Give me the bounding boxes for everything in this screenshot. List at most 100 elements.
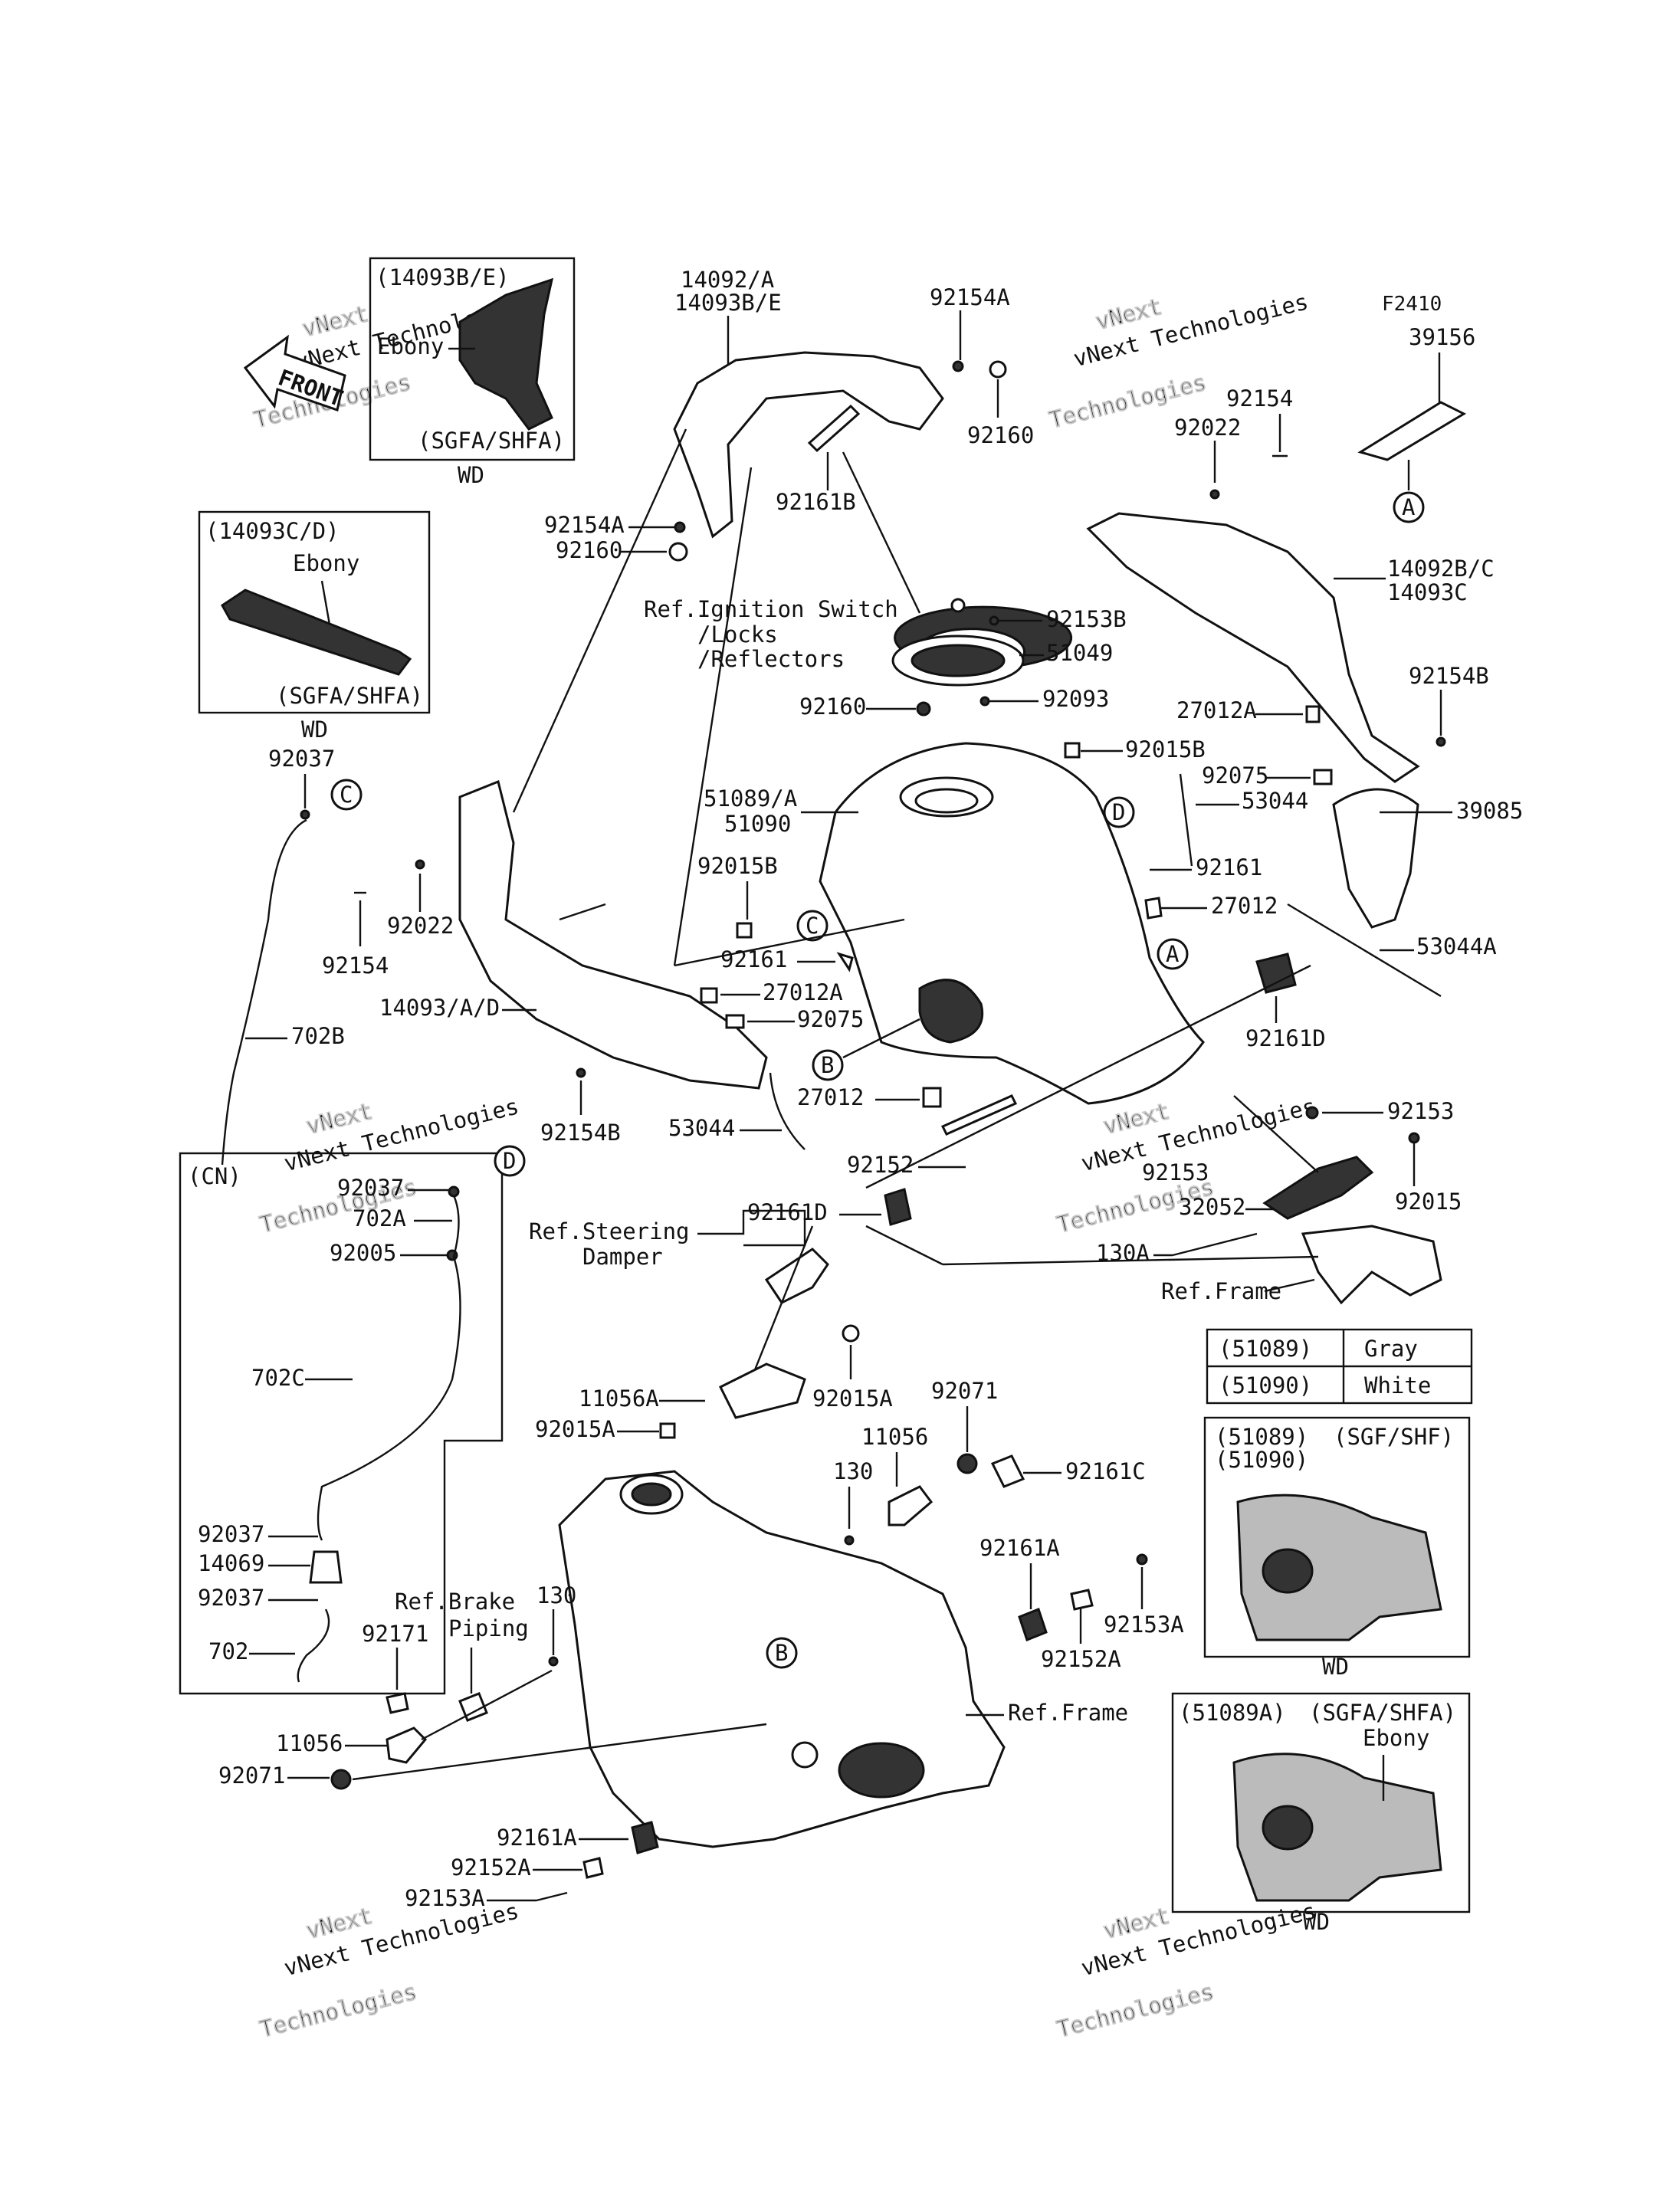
tube-53044a (1287, 903, 1442, 998)
label-51089a: 51089/A (704, 785, 797, 812)
cover-39085 (1332, 788, 1419, 929)
label-92022-left: 92022 (387, 913, 454, 939)
inset-14093be-model: (SGFA/SHFA) (418, 428, 565, 454)
label-92160-mid: 92160 (799, 694, 866, 720)
label-130-top: 130 (833, 1458, 873, 1484)
label-702: 702 (208, 1638, 248, 1664)
color-table: (51089) Gray (51090) White (1206, 1328, 1473, 1405)
label-27012-mid: 27012 (797, 1084, 864, 1110)
inset-tank-gray-header1: (51089) (1215, 1424, 1308, 1450)
label-14092bc: 14092B/C (1387, 556, 1495, 582)
label-92022-right: 92022 (1174, 415, 1241, 441)
svg-text:D: D (503, 1148, 516, 1174)
label-92160-top: 92160 (967, 422, 1034, 448)
label-92161-mid: 92161 (720, 946, 787, 972)
label-92037-cn-mid: 92037 (198, 1521, 264, 1547)
label-92071-bot: 92071 (218, 1763, 285, 1789)
label-92160-left: 92160 (556, 537, 622, 563)
ref-frame-upper: Ref.Frame (1161, 1278, 1281, 1304)
rod-92161b-icon (807, 404, 861, 453)
inset-14093be-header: (14093B/E) (376, 264, 510, 290)
inset-cn: (CN) D 92037 702A 92005 702C 92037 14069… (179, 1145, 526, 1695)
decal-strip-icon (1357, 401, 1467, 461)
label-92037-cn-bot: 92037 (198, 1585, 264, 1611)
label-32052: 32052 (1179, 1194, 1245, 1220)
callout-b-mid: B (812, 1049, 844, 1081)
tank-cover-51089 (819, 742, 1205, 1105)
label-92153a-right: 92153A (1104, 1612, 1184, 1638)
callout-d-cn: D (494, 1145, 526, 1177)
hose-702c (317, 1195, 461, 1541)
label-14092a: 14092/A (681, 267, 774, 293)
label-92015b-top: 92015B (1125, 736, 1206, 762)
ref-brake-piping: Piping (448, 1615, 529, 1641)
label-14069: 14069 (198, 1550, 264, 1576)
front-arrow: FRONT (243, 334, 346, 412)
color-table-color-2: White (1364, 1372, 1431, 1399)
side-cover-left-14093 (458, 779, 768, 1090)
label-51090: 51090 (724, 811, 791, 837)
label-92154a-left: 92154A (544, 512, 625, 538)
inset-14093be: (14093B/E) Ebony (SGFA/SHFA) WD (369, 257, 576, 488)
label-92154a-top: 92154A (930, 284, 1010, 310)
svg-text:A: A (1166, 941, 1179, 967)
filter-14069-icon (309, 1550, 343, 1584)
label-39085: 39085 (1456, 798, 1523, 824)
label-14093c: 14093C (1387, 579, 1468, 605)
damper-92161c (990, 1454, 1025, 1488)
ref-steering-damper: Damper (582, 1244, 663, 1270)
svg-text:D: D (1112, 799, 1125, 825)
label-92153a-bot: 92153A (405, 1885, 485, 1911)
label-92005: 92005 (330, 1240, 396, 1266)
callout-d-mid: D (1103, 796, 1135, 828)
inset-cn-header: (CN) (188, 1163, 241, 1189)
inset-tank-gray: (51089) (51090) (SGF/SHF) WD (1203, 1416, 1471, 1680)
label-51049: 51049 (1046, 640, 1113, 666)
svg-text:Technologies: Technologies (1055, 1979, 1217, 2043)
inset-tank-gray-model: (SGF/SHF) (1334, 1424, 1454, 1450)
label-92075-right: 92075 (1202, 762, 1268, 789)
ref-steering: Ref.Steering (529, 1218, 690, 1244)
label-53044-left: 53044 (668, 1115, 735, 1141)
label-92152a-right: 92152A (1041, 1646, 1121, 1672)
brake-clip-icon (458, 1692, 488, 1722)
bracket-11056-top (888, 1485, 934, 1526)
watermark-bottom-left: vNext Technologies vNext Technologies (257, 1897, 522, 2043)
label-11056-top: 11056 (861, 1424, 928, 1450)
side-cover-right-14092bc (1086, 512, 1420, 783)
inset-tank-ebony-finish: Ebony (1363, 1725, 1429, 1751)
inset-tank-gray-footer: WD (1322, 1654, 1349, 1680)
inset-tank-gray-header2: (51090) (1215, 1447, 1308, 1473)
label-92075-mid: 92075 (797, 1006, 864, 1032)
label-92161d-right: 92161D (1245, 1025, 1326, 1051)
label-92154-left: 92154 (322, 953, 389, 979)
callout-a-top-right: A (1393, 491, 1425, 523)
damper-92161d-right (1255, 953, 1297, 994)
label-92153-stack: 92153 (1142, 1159, 1209, 1185)
label-39156: 39156 (1409, 324, 1475, 350)
color-table-part-1: (51089) (1219, 1336, 1312, 1362)
label-92171: 92171 (362, 1621, 428, 1647)
label-92015-right: 92015 (1395, 1189, 1462, 1215)
label-27012a-mid: 27012A (763, 979, 843, 1005)
svg-text:A: A (1402, 494, 1415, 520)
label-11056a: 11056A (579, 1385, 659, 1412)
ref-ignition-locks: /Locks (697, 621, 778, 648)
tank-gray-icon (1236, 1494, 1442, 1641)
svg-text:C: C (340, 782, 353, 808)
bracket-32052 (1262, 1156, 1374, 1220)
label-92153-right: 92153 (1387, 1098, 1454, 1124)
callout-c-mid: C (796, 910, 829, 942)
inset-14093cd-footer: WD (301, 716, 328, 743)
inset-14093cd-finish: Ebony (293, 550, 359, 576)
svg-text:B: B (775, 1640, 788, 1666)
bracket-11056-bot (386, 1726, 428, 1764)
label-92093: 92093 (1042, 686, 1109, 712)
label-92154-right: 92154 (1226, 385, 1293, 412)
label-92037-left: 92037 (268, 746, 335, 772)
label-92037-cn-top: 92037 (337, 1175, 404, 1201)
ref-brake: Ref.Brake (395, 1589, 515, 1615)
guide-lines (512, 428, 1319, 1266)
label-92161a-right: 92161A (979, 1535, 1060, 1561)
